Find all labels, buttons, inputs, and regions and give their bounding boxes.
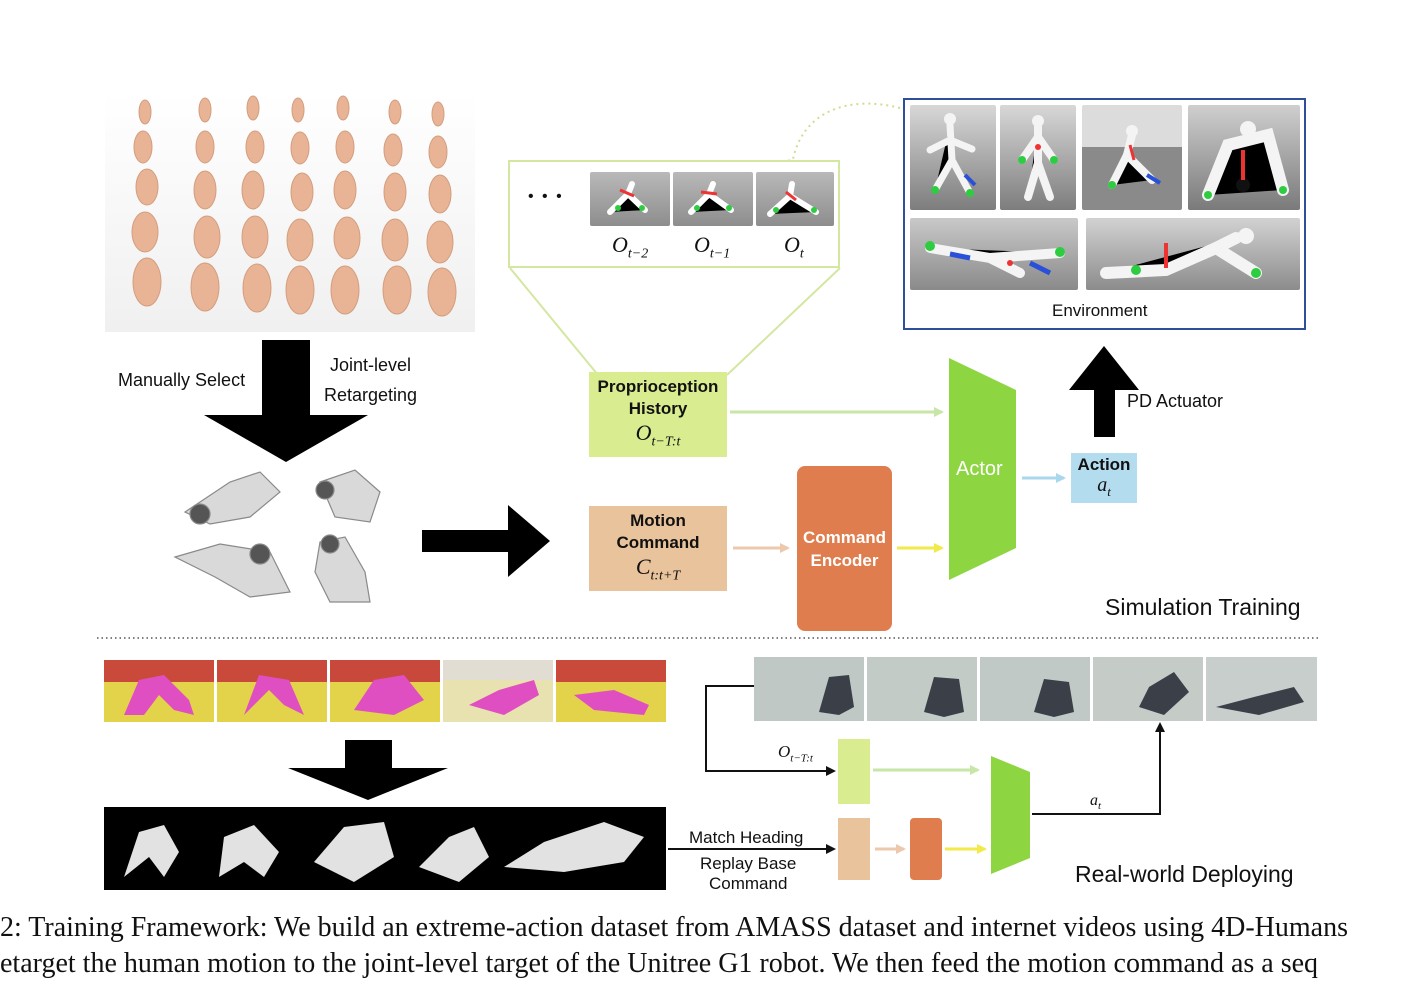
real-world-deploying-label: Real-world Deploying (1075, 861, 1294, 887)
real-motion-block (838, 818, 870, 880)
obs-thumbnail-t-minus-1 (673, 172, 753, 226)
motion-math: Ct:t+T (635, 553, 681, 584)
dataset-right-arrow (422, 505, 550, 577)
command-encoder-block: Command Encoder (797, 466, 892, 631)
simulation-training-label: Simulation Training (1105, 594, 1301, 620)
motion-title-line2: Command (616, 532, 700, 552)
retargeted-video-poses-strip (104, 807, 666, 890)
obs-thumbnail-t-minus-2 (590, 172, 670, 226)
video-down-arrow (288, 740, 448, 800)
human-figures-illustration (105, 92, 475, 332)
env-scene-2 (1000, 105, 1076, 210)
proprio-title-line2: History (628, 398, 688, 418)
real-robot-frames (754, 657, 1317, 721)
obs-label-t-minus-1: Ot−1 (694, 232, 731, 262)
match-heading-label: Match Heading (689, 828, 804, 847)
action-box: Action at (1071, 453, 1137, 503)
action-title: Action (1077, 454, 1131, 474)
replay-command-label: Command (709, 874, 788, 893)
retargeted-robot-poses-image (170, 462, 392, 612)
proprio-title-line1: Proprioception (597, 376, 719, 396)
retargeting-label: Retargeting (324, 385, 418, 405)
environment-label: Environment (1052, 301, 1148, 320)
real-encoder-block (910, 818, 942, 880)
motion-title-line1: Motion (630, 510, 686, 530)
replay-base-label: Replay Base (700, 854, 797, 873)
joint-level-label: Joint-level (330, 355, 412, 375)
real-actor-block (991, 756, 1030, 874)
command-encoder-line2: Encoder (810, 550, 879, 570)
obs-thumbnail-t (756, 172, 834, 226)
command-encoder-line1: Command (802, 527, 887, 547)
env-scene-5 (910, 218, 1078, 290)
proprioception-history-box: Proprioception History Ot−T:t (589, 372, 727, 457)
action-math: at (1097, 473, 1111, 499)
env-scene-3 (1082, 105, 1182, 210)
obs-label-t: Ot (784, 232, 804, 262)
real-obs-label: Ot−T:t (778, 742, 813, 765)
motion-command-box: Motion Command Ct:t+T (589, 506, 727, 591)
proprio-math: Ot−T:t (635, 419, 681, 450)
history-ellipsis: • • • (528, 188, 564, 205)
internet-video-frames (104, 660, 666, 722)
figure-caption-line2: etarget the human motion to the joint-le… (0, 948, 1319, 979)
manually-select-label: Manually Select (118, 370, 246, 390)
real-proprio-block (838, 739, 870, 804)
obs-label-t-minus-2: Ot−2 (612, 232, 649, 262)
pd-actuator-label: PD Actuator (1127, 391, 1224, 411)
env-scene-4 (1188, 105, 1300, 210)
figure-caption-line1: 2: Training Framework: We build an extre… (0, 912, 1348, 943)
amass-motion-dataset-image (105, 92, 475, 332)
env-scene-6 (1086, 218, 1300, 290)
actor-label: Actor (956, 458, 1003, 480)
real-action-label: at (1090, 792, 1102, 813)
env-scene-1 (910, 105, 996, 210)
